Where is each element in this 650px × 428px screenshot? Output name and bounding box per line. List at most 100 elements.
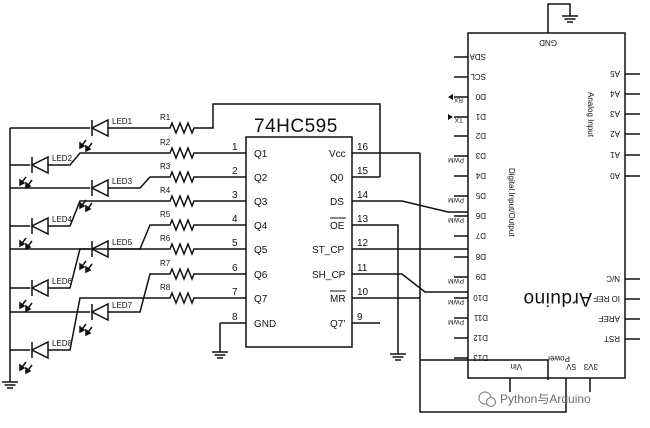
resistor-label: R1 [160, 113, 171, 122]
led-label: LED1 [112, 117, 133, 126]
chip-right-pin-text: 16 15 14 13 12 11 10 9 Vcc Q0 DS OE ST_C… [312, 142, 369, 330]
resistor-label: R5 [160, 210, 171, 219]
watermark: Python与Arduino [478, 391, 591, 408]
pin-label-a3: A3 [610, 109, 620, 118]
pin-label: Q4 [254, 221, 268, 232]
resistor-r7: R7 [160, 259, 200, 282]
pin-label-nc: N/C [606, 274, 620, 283]
rx-arrow-icon [448, 94, 453, 100]
wire-shcp [380, 273, 468, 293]
resistor-r2: R2 [160, 138, 200, 161]
tx-arrow-icon [448, 114, 453, 120]
shift-register-body [245, 136, 353, 348]
resistor-label: R7 [160, 259, 171, 268]
arduino-digital-pin-stubs [454, 56, 468, 359]
pin-label-a1: A1 [610, 150, 620, 159]
pin-label-d6: D6 [475, 211, 486, 220]
resistor-label: R4 [160, 186, 171, 195]
pin-number: 10 [357, 287, 369, 298]
led-label: LED2 [52, 154, 73, 163]
led-1: LED1 [10, 117, 160, 153]
pin-label-ioref: IO REF [593, 294, 620, 303]
resistor-label: R8 [160, 283, 171, 292]
pin-label-5v: 5V [566, 362, 576, 371]
wire-oe-gnd [380, 224, 399, 354]
gnd-label: GND [539, 38, 557, 47]
pin-label: DS [330, 197, 344, 208]
chip-left-pins [200, 152, 246, 324]
pin-label-a0: A0 [610, 171, 620, 180]
arduino-power-pin-stubs [625, 278, 640, 340]
arduino-power-labels: N/C IO REF AREF RST Arduino 3V3 5V Vin P… [511, 274, 620, 371]
pin-label-d5: D5 [475, 191, 486, 200]
chip-right-pins [352, 152, 420, 324]
led-6: LED6 [10, 248, 160, 313]
pin-label-d13: D13 [473, 353, 488, 362]
led-label: LED6 [52, 277, 73, 286]
pin-label: Q6 [254, 270, 268, 281]
digital-io-label: Digital Input/Output [507, 168, 516, 237]
pin-label-a4: A4 [610, 89, 620, 98]
pin-label: Q7' [330, 319, 345, 330]
pin-label: Q1 [254, 149, 268, 160]
wire-q0-top [200, 103, 381, 177]
pin-label-d7: D7 [475, 231, 486, 240]
arduino-digital-labels: SDA SCL D0 D1 D2 D3 D4 D5 D6 D7 D8 D9 D1… [448, 52, 516, 362]
pwm-label: PWM [448, 196, 464, 203]
resistor-r5: R5 [160, 210, 200, 233]
led-2: LED2 [10, 152, 160, 190]
pin-label-d4: D4 [475, 171, 486, 180]
resistor-r4: R4 [160, 186, 200, 209]
pin-number: 14 [357, 190, 369, 201]
rail-ground-symbol [2, 381, 18, 389]
pin-label-sda: SDA [469, 52, 486, 61]
pin-label: ST_CP [312, 245, 345, 256]
pin-label-aref: AREF [599, 314, 620, 323]
chip-ground-symbol [212, 323, 228, 359]
led-3: LED3 [10, 176, 160, 213]
arduino-bottom-pin-stubs [509, 378, 591, 392]
resistor-r1: R1 [160, 113, 200, 136]
led-label: LED4 [52, 215, 73, 224]
wire-vcc-to-5v [419, 360, 567, 413]
pin-label: Q5 [254, 245, 268, 256]
led-8: LED8 [10, 297, 160, 375]
resistor-r8: R8 [160, 283, 200, 306]
pin-label: Q7 [254, 294, 268, 305]
pin-label-d11: D11 [473, 313, 488, 322]
power-label: Power [547, 354, 570, 363]
arduino-name: Arduino [523, 288, 592, 309]
pin-label: Q2 [254, 173, 268, 184]
arduino-body [467, 32, 626, 379]
pin-number: 8 [232, 312, 238, 323]
pin-label-d8: D8 [475, 252, 486, 261]
pin-number: 1 [232, 142, 238, 153]
resistor-label: R2 [160, 138, 171, 147]
rx-label: RX [453, 96, 463, 103]
pin-label-d12: D12 [473, 333, 488, 342]
watermark-text: Python与Arduino [500, 392, 591, 406]
pin-label: MR [330, 294, 346, 305]
pin-label-d0: D0 [475, 92, 486, 101]
pin-label-rst: RST [604, 334, 620, 343]
led-label: LED7 [112, 301, 133, 310]
pwm-label: PWM [448, 216, 464, 223]
led-4: LED4 [10, 200, 160, 251]
pwm-label: PWM [448, 277, 464, 284]
led-label: LED3 [112, 177, 133, 186]
pin-label-d2: D2 [475, 131, 486, 140]
pin-number: 12 [357, 238, 369, 249]
pwm-label: PWM [448, 298, 464, 305]
pin-label-d3: D3 [475, 151, 486, 160]
pin-number: 9 [357, 312, 363, 323]
pin-label: Q3 [254, 197, 268, 208]
pin-number: 4 [232, 214, 238, 225]
oe-ground-symbol [390, 353, 406, 361]
pin-label-scl: SCL [470, 72, 486, 81]
resistor-label: R6 [160, 234, 171, 243]
led-label: LED8 [52, 339, 73, 348]
pin-label: OE [330, 221, 345, 232]
pin-label: GND [254, 319, 276, 330]
pin-number: 7 [232, 287, 238, 298]
